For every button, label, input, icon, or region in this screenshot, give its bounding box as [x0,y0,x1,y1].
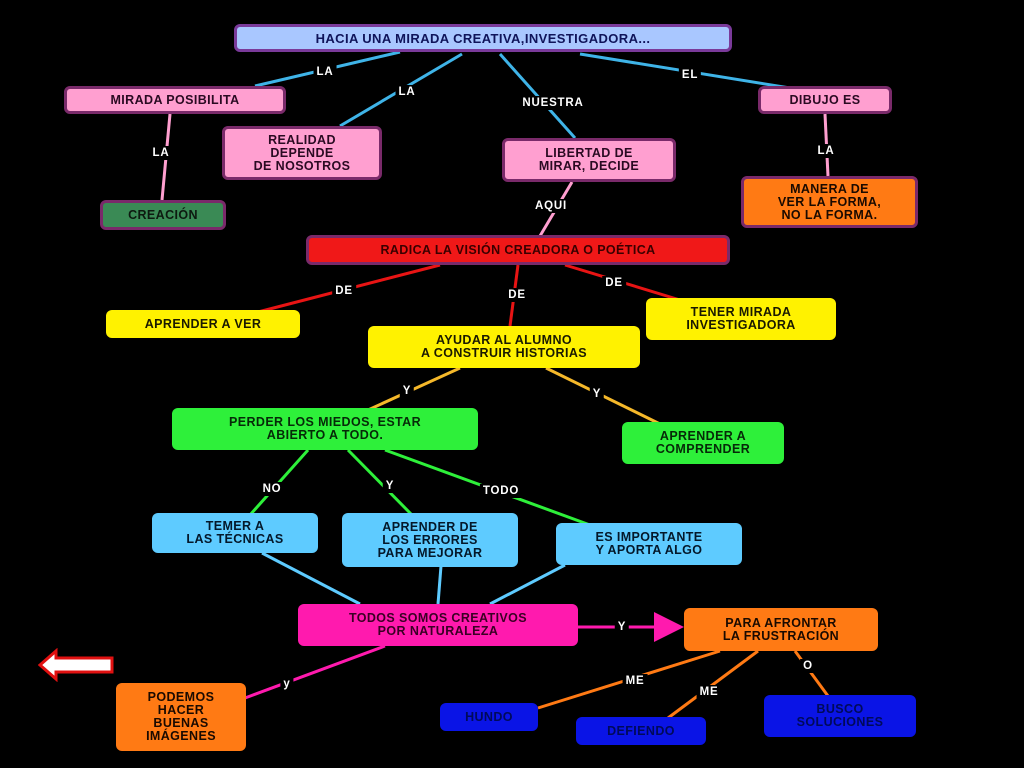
label-me-1: ME [622,674,648,688]
label-aqui: AQUI [532,199,570,213]
label-el: EL [678,68,702,82]
label-de-3: DE [602,276,626,290]
link-perder-errores [346,448,414,517]
label-o: O [800,659,816,673]
node-frustracion: PARA AFRONTAR LA FRUSTRACIÓN [684,608,878,651]
label-y-3: Y [382,479,398,493]
node-errores: APRENDER DE LOS ERRORES PARA MEJORAR [342,513,518,567]
node-realidad: REALIDAD DEPENDE DE NOSOTROS [222,126,382,180]
node-todos: TODOS SOMOS CREATIVOS POR NATURALEZA [298,604,578,646]
node-hundo: HUNDO [440,703,538,731]
label-de-2: DE [505,288,529,302]
label-todo: TODO [479,484,523,498]
node-root: HACIA UNA MIRADA CREATIVA,INVESTIGADORA.… [234,24,732,52]
node-mirada-posibilita: MIRADA POSIBILITA [64,86,286,114]
label-de-1: DE [332,284,356,298]
label-y-5: y [280,677,294,691]
label-nuestra: NUESTRA [519,96,587,110]
node-dibujo: DIBUJO ES [758,86,892,114]
link-frustracion-defiendo [667,649,759,720]
label-la-3: LA [149,146,173,160]
link-temer-todos [261,551,361,606]
link-frustracion-busco [793,650,830,697]
label-la-2: LA [395,85,419,99]
node-podemos: PODEMOS HACER BUENAS IMÁGENES [116,683,246,751]
node-busco: BUSCO SOLUCIONES [764,695,916,737]
label-y-2: Y [589,387,605,401]
label-y-1: Y [399,384,415,398]
node-manera: MANERA DE VER LA FORMA, NO LA FORMA. [741,176,918,228]
node-perder: PERDER LOS MIEDOS, ESTAR ABIERTO A TODO. [172,408,478,450]
node-defiendo: DEFIENDO [576,717,706,745]
link-importante-todos [489,563,566,606]
node-creacion: CREACIÓN [100,200,226,230]
label-la-4: LA [814,144,838,158]
link-errores-todos [436,565,443,605]
back-arrow-icon[interactable] [37,647,116,687]
label-me-2: ME [696,685,722,699]
node-aprender-ver: APRENDER A VER [106,310,300,338]
node-temer: TEMER A LAS TÉCNICAS [152,513,318,553]
node-tener-mirada: TENER MIRADA INVESTIGADORA [646,298,836,340]
node-libertad: LIBERTAD DE MIRAR, DECIDE [502,138,676,182]
label-no: NO [259,482,285,496]
node-ayudar: AYUDAR AL ALUMNO A CONSTRUIR HISTORIAS [368,326,640,368]
label-y-4: Y [614,620,630,634]
node-radica: RADICA LA VISIÓN CREADORA O POÉTICA [306,235,730,265]
node-importante: ES IMPORTANTE Y APORTA ALGO [556,523,742,565]
link-todos-podemos [244,644,386,700]
node-aprender-comprender: APRENDER A COMPRENDER [622,422,784,464]
label-la-1: LA [313,65,337,79]
